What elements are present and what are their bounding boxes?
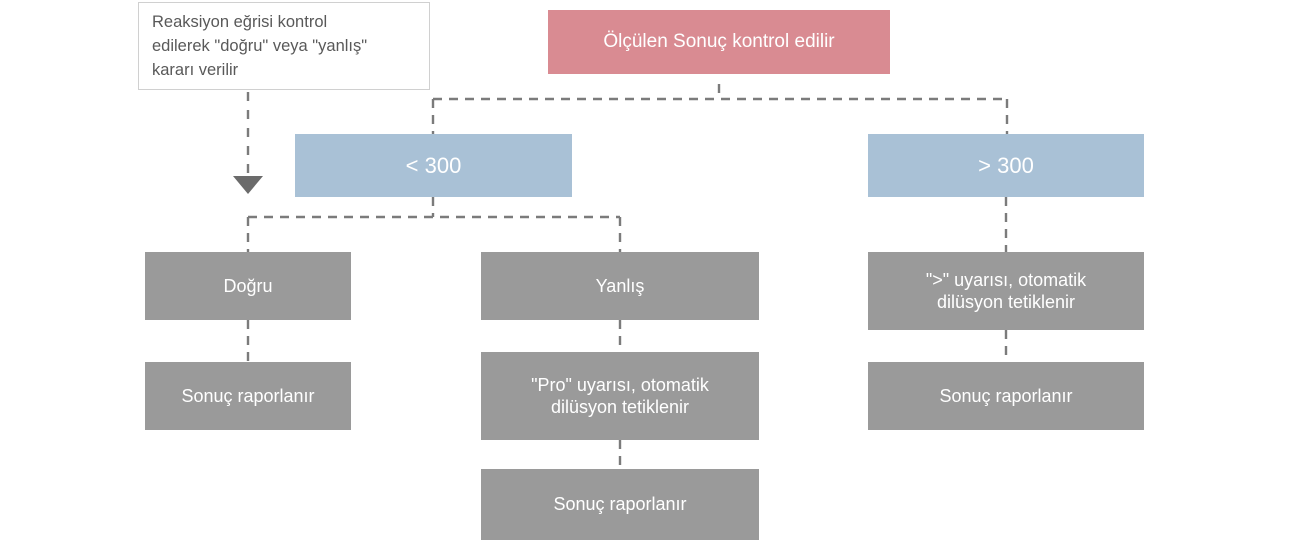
node-high-report[interactable]: Sonuç raporlanır [868, 362, 1144, 430]
node-correct-report[interactable]: Sonuç raporlanır [145, 362, 351, 430]
node-branch-greater-than-300[interactable]: > 300 [868, 134, 1144, 197]
node-root-measured-result[interactable]: Ölçülen Sonuç kontrol edilir [548, 10, 890, 74]
node-branch-less-than-300[interactable]: < 300 [295, 134, 572, 197]
node-wrong-report[interactable]: Sonuç raporlanır [481, 469, 759, 540]
node-correct[interactable]: Doğru [145, 252, 351, 320]
node-high-greater-warning[interactable]: ">" uyarısı, otomatik dilüsyon tetikleni… [868, 252, 1144, 330]
arrow-head-icon [233, 176, 263, 194]
node-wrong[interactable]: Yanlış [481, 252, 759, 320]
node-wrong-pro-warning[interactable]: "Pro" uyarısı, otomatik dilüsyon tetikle… [481, 352, 759, 440]
annotation-note: Reaksiyon eğrisi kontrol edilerek "doğru… [138, 2, 430, 90]
